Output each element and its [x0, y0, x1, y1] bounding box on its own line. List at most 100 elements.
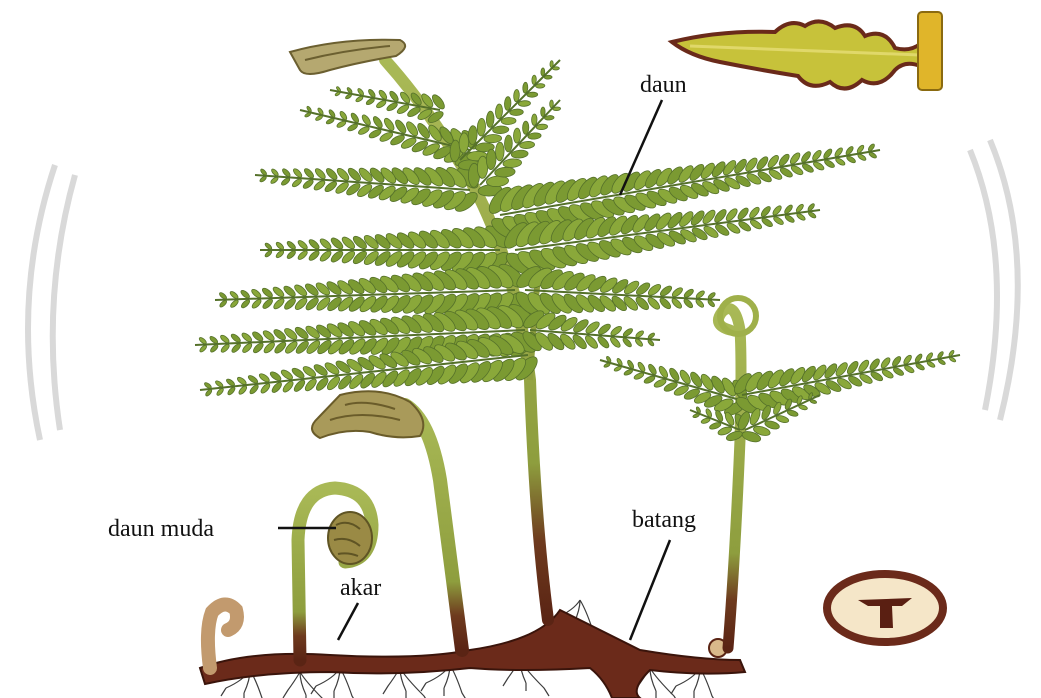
pinnule [522, 121, 528, 134]
pinnule [347, 123, 359, 133]
pinnule [709, 421, 722, 430]
pinnule [532, 75, 537, 85]
pinnule [810, 399, 817, 404]
label-daun: daun [640, 72, 687, 98]
pinnule [535, 83, 545, 88]
pinnule [215, 380, 224, 388]
pinnule [313, 179, 327, 192]
batang-leader-line [630, 540, 670, 640]
pinnule [261, 287, 274, 299]
pinnule [262, 341, 276, 355]
pinnule [304, 112, 311, 118]
pinnule [541, 68, 545, 76]
pinnule [495, 104, 503, 119]
pinnule [336, 120, 347, 129]
pinnule [250, 288, 262, 299]
label-batang: batang [632, 507, 696, 533]
root-hair [283, 672, 300, 698]
fronds [195, 60, 960, 444]
pinnule [808, 211, 817, 219]
pinnule [492, 126, 509, 134]
pinnule [308, 249, 321, 262]
pinnule [633, 372, 644, 381]
pinnule [903, 364, 915, 374]
pinnule [647, 332, 655, 339]
pinnule [297, 249, 309, 260]
pinnule [355, 95, 364, 102]
pinnule [938, 358, 947, 365]
pinnule [772, 215, 784, 226]
pinnule [375, 99, 387, 109]
pinnule [319, 237, 333, 251]
pinnule [523, 82, 529, 93]
pinnule-detail [672, 12, 942, 90]
pinnule [494, 167, 515, 178]
background-arcs [28, 140, 1018, 440]
pinnule [486, 111, 494, 128]
pinnule [319, 249, 333, 263]
pinnule [247, 374, 259, 385]
pinnule [269, 370, 282, 382]
pinnule [798, 404, 808, 411]
pinnule [286, 240, 297, 250]
pinnule [315, 115, 323, 122]
pinnule [846, 155, 857, 164]
pinnule [297, 239, 309, 250]
pinnule [261, 298, 274, 310]
pinnule [486, 149, 496, 170]
pinnule [613, 365, 622, 372]
pinnule [357, 125, 370, 136]
pinnule [609, 325, 623, 337]
pinnule [225, 378, 235, 387]
pinnule [623, 368, 633, 376]
young-frond-crozier [298, 488, 372, 660]
pinnule [635, 330, 645, 339]
pinnule [251, 330, 264, 342]
pinnule [541, 107, 546, 117]
pinnule [236, 376, 247, 386]
pinnule [345, 93, 352, 99]
pinnule [219, 334, 230, 344]
pinnule [240, 289, 251, 299]
pinnule [518, 100, 530, 106]
pinnule [784, 214, 795, 224]
pinnule [550, 61, 554, 68]
pinnule [495, 142, 504, 161]
pinnule [787, 409, 799, 417]
right-stipe [718, 298, 756, 648]
pinnule [259, 175, 267, 183]
pinnule [484, 134, 502, 143]
pinnule [536, 124, 548, 130]
pinnule [501, 117, 516, 125]
pinnule [926, 360, 936, 368]
pinnule [251, 298, 263, 310]
pinnule [504, 135, 512, 152]
pinnule [823, 159, 835, 169]
pinnule [761, 217, 774, 229]
pinnule [302, 178, 315, 190]
pinnule [544, 75, 552, 79]
pinnule [868, 151, 877, 159]
pinnule [531, 114, 537, 126]
pinnule [603, 362, 610, 368]
pinnule [949, 356, 957, 362]
pinnule [881, 368, 894, 379]
pinnule [683, 288, 695, 299]
pinnule [701, 417, 711, 424]
pinnule [273, 340, 288, 355]
pinnule [272, 285, 286, 298]
root-hair [300, 672, 329, 698]
pinnule [477, 118, 486, 136]
pinnule [365, 97, 375, 106]
pinnule [915, 362, 925, 371]
pinnule [835, 157, 846, 167]
pinnule [272, 297, 286, 310]
pinnule [308, 238, 321, 251]
pinnule [775, 414, 789, 424]
pinnule [553, 67, 560, 71]
pinnule [258, 372, 271, 383]
label-daun-muda: daun muda [108, 516, 214, 542]
pinnule [812, 160, 825, 171]
pinnule [671, 286, 684, 298]
